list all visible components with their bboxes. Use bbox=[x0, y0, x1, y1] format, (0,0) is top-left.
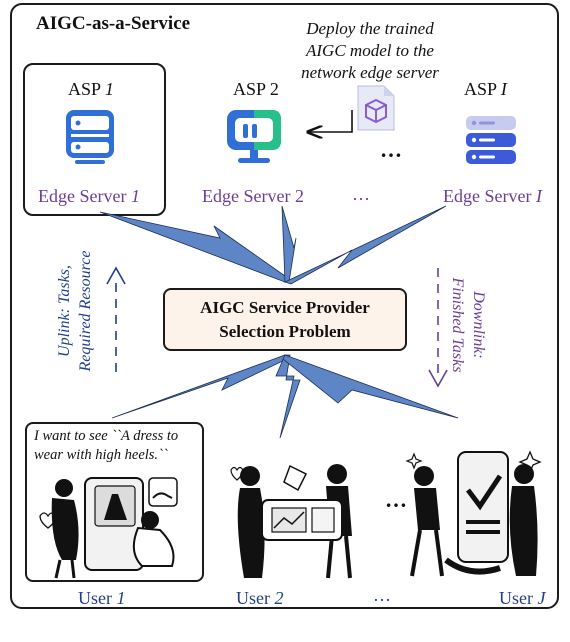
deploy-note-line2: AIGC model to the bbox=[306, 41, 434, 60]
edge-server-ellipsis: … bbox=[352, 184, 370, 204]
user-ellipsis: … bbox=[373, 585, 391, 605]
asp-i-label: ASP I bbox=[464, 79, 507, 99]
edge-server-1-label: Edge Server 1 bbox=[38, 186, 140, 206]
edge-server-2-label: Edge Server 2 bbox=[202, 186, 304, 206]
user-1-request-text: I want to see ``A dress to wear with hig… bbox=[34, 427, 199, 465]
uplink-line2: Required Resource bbox=[77, 250, 94, 372]
uplink-label: Uplink: Tasks, Required Resource bbox=[54, 236, 96, 386]
user-dots: … bbox=[385, 487, 407, 512]
selection-problem-line1: AIGC Service Provider bbox=[200, 298, 370, 317]
deploy-note: Deploy the trained AIGC model to the net… bbox=[290, 18, 450, 84]
request-line1: I want to see ``A dress to bbox=[34, 428, 179, 444]
outer-frame bbox=[10, 3, 559, 609]
edge-server-i-label: Edge Server I bbox=[443, 186, 542, 206]
diagram-title: AIGC-as-a-Service bbox=[36, 13, 191, 34]
downlink-label: Downlink: Finished Tasks bbox=[447, 255, 489, 395]
downlink-line1: Downlink: bbox=[470, 291, 487, 359]
asp-dots: … bbox=[380, 137, 402, 162]
deploy-note-line1: Deploy the trained bbox=[306, 19, 434, 38]
user-1-request-box bbox=[25, 422, 204, 582]
user-1-label: User 1 bbox=[78, 588, 126, 608]
deploy-note-line3: network edge server bbox=[301, 63, 439, 82]
downlink-line2: Finished Tasks bbox=[449, 277, 466, 373]
asp-1-label: ASP 1 bbox=[68, 79, 114, 99]
request-line2: wear with high heels.`` bbox=[34, 447, 168, 463]
asp-2-label: ASP 2 bbox=[233, 79, 279, 99]
asp-1-highlight-box bbox=[23, 63, 166, 216]
uplink-line1: Uplink: Tasks, bbox=[56, 265, 73, 357]
selection-problem-box: AIGC Service Provider Selection Problem bbox=[163, 288, 407, 351]
selection-problem-line2: Selection Problem bbox=[219, 322, 351, 341]
user-j-label: User J bbox=[499, 588, 546, 608]
user-2-label: User 2 bbox=[236, 588, 284, 608]
